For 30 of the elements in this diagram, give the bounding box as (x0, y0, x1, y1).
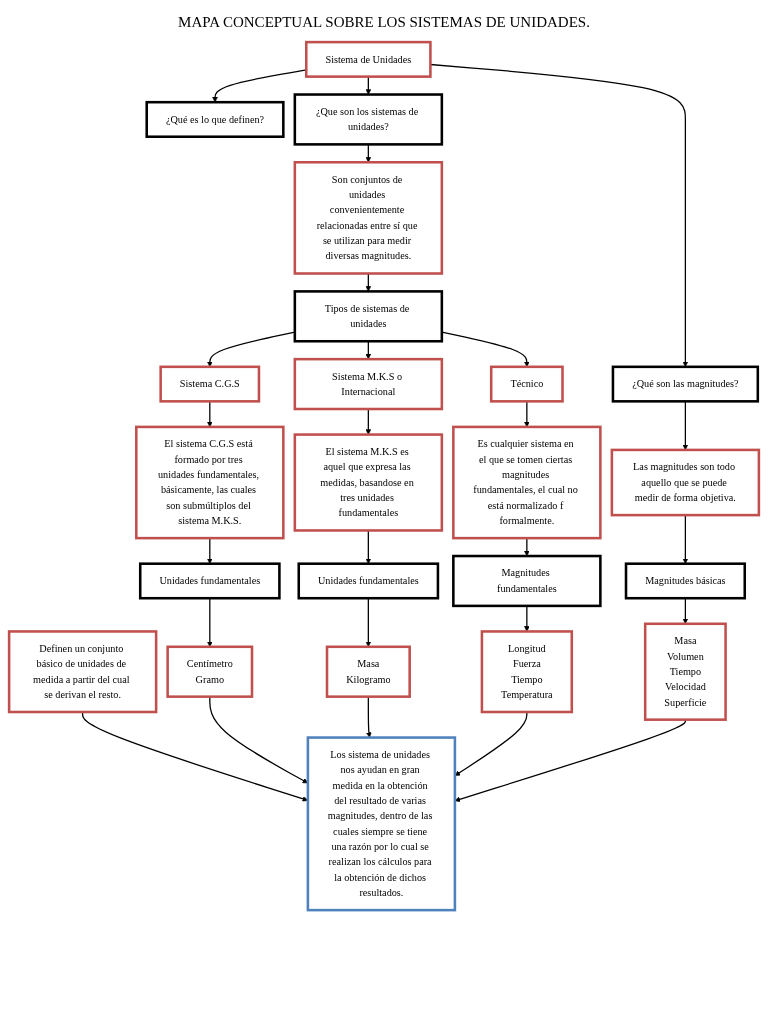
node-box: El sistema C.G.S está formado por tres unidades fundamentales, básicamente, las cuales son submúltiplos del sistema M.K.S. (135, 425, 285, 540)
arrow (454, 711, 528, 776)
node-box: Definen un conjunto básico de unidades de medida a partir del cual se derivan el resto. (7, 630, 158, 714)
node-box: Es cualquier sistema en el que se tomen ciertas magnitudes fundamentales, el cual no está normalizado f formalmente. (452, 425, 602, 540)
node-box: ¿Qué es lo que definen? (145, 100, 285, 138)
arrow (366, 696, 372, 738)
node-box: Sistema M.K.S o Internacional (293, 357, 444, 411)
node-box: Centímetro Gramo (166, 645, 254, 698)
node-box: ¿Que son los sistemas de unidades? (293, 93, 444, 146)
node-box: Magnitudes básicas (624, 562, 746, 600)
node-box: Técnico (489, 365, 564, 403)
diagram-title: MAPA CONCEPTUAL SOBRE LOS SISTEMAS DE UNIDADES. (177, 14, 591, 31)
node-box: Las magnitudes son todo aquello que se puede medir de forma objetiva. (610, 448, 761, 517)
arrow (365, 76, 372, 95)
arrow (524, 605, 530, 632)
node-box: Los sistema de unidades nos ayudan en gran medida en la obtención del resultado de varias magnitudes, dentro de las cuales siempre se tiene una razón por lo cual se realizan los cálculos para la obtención de dichos resultados. (306, 736, 457, 912)
arrow (454, 719, 686, 802)
node-box: El sistema M.K.S es aquel que expresa las medidas, basandose en tres unidades fundamentales (293, 433, 444, 532)
node-box: Sistema C.G.S (159, 365, 261, 403)
node-box: Masa Volumen Tiempo Velocidad Superficie (643, 622, 727, 721)
node-box: ¿Qué son las magnitudes? (611, 365, 760, 403)
node-box: Longitud Fuerza Tiempo Temperatura (480, 630, 574, 714)
node-box: Unidades fundamentales (138, 562, 281, 600)
node-box: Sistema de Unidades (305, 40, 432, 78)
node-box: Masa Kilogramo (325, 645, 411, 698)
node-box: Son conjuntos de unidades convenientemente relacionadas entre sí que se utilizan para medir diversas magnitudes. (293, 161, 444, 275)
node-box: Tipos de sistemas de unidades (293, 290, 444, 343)
arrow (212, 69, 307, 103)
node-box: Unidades fundamentales (297, 562, 440, 600)
node-box: Magnitudes fundamentales (452, 554, 602, 608)
